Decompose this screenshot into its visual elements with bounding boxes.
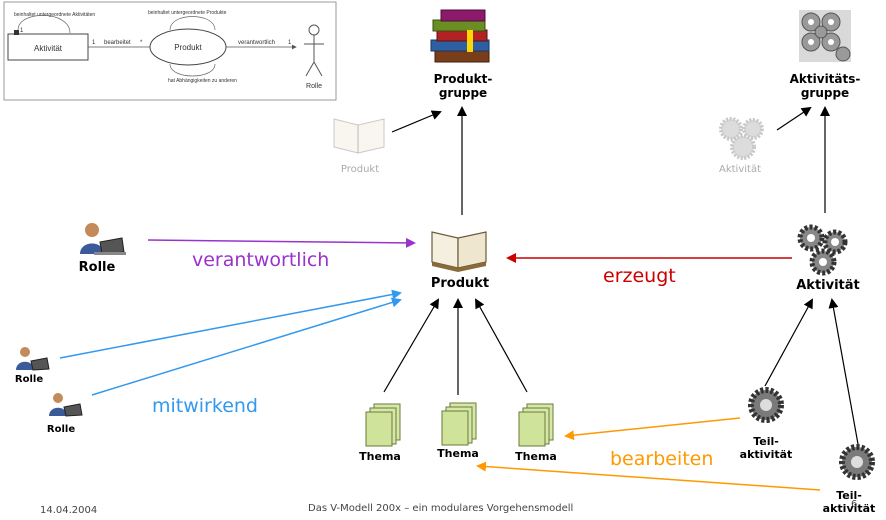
faded-aktivitaet-label: Aktivität bbox=[719, 164, 761, 175]
produkt-label: Produkt bbox=[430, 276, 490, 291]
edge-thema1-to-produkt bbox=[383, 298, 440, 393]
svg-text:1: 1 bbox=[92, 40, 96, 46]
inset-aktivitaet-label: Aktivität bbox=[34, 44, 63, 53]
edge-teil2-to-aktivitaet bbox=[828, 298, 859, 445]
produkt-book-icon bbox=[431, 231, 487, 272]
edge-mitwirkend-2 bbox=[91, 297, 402, 396]
faded-produkt-book-icon bbox=[333, 118, 385, 154]
rolle-3-label: Rolle bbox=[46, 424, 76, 435]
inset-produkt-label: Produkt bbox=[174, 43, 202, 52]
inset-actor-label: Rolle bbox=[306, 83, 322, 90]
thema-1-label: Thema bbox=[359, 450, 401, 463]
svg-text:*: * bbox=[140, 40, 143, 46]
svg-text:verantwortlich: verantwortlich bbox=[238, 40, 275, 46]
produktgruppe-label: Produkt- gruppe bbox=[433, 72, 493, 100]
svg-text:1: 1 bbox=[20, 28, 24, 34]
rolle-2-label: Rolle bbox=[14, 374, 44, 385]
svg-text:bearbeitet: bearbeitet bbox=[104, 40, 131, 46]
teilaktivitaet-2-gear-icon bbox=[839, 444, 875, 480]
gears-cluster-icon bbox=[799, 10, 851, 62]
footer-date: 14.04.2004 bbox=[40, 505, 98, 516]
aktivitaet-gears-icon bbox=[797, 224, 848, 276]
rolle-main-person-icon bbox=[80, 223, 126, 255]
rolle-3-person-icon bbox=[49, 393, 83, 417]
edge-faded-produkt-to-gruppe bbox=[391, 110, 442, 133]
edge-bearbeiten-2 bbox=[476, 461, 821, 491]
aktivitaet-label: Aktivität bbox=[796, 278, 860, 293]
verantwortlich-label: verantwortlich bbox=[192, 249, 330, 271]
thema-2-document-icon bbox=[441, 402, 477, 446]
teilaktivitaet-2-label: Teil- aktivität bbox=[822, 489, 876, 515]
aktivitaetsgruppe-label: Aktivitäts- gruppe bbox=[789, 72, 861, 100]
edge-teil1-to-aktivitaet bbox=[764, 298, 813, 387]
erzeugt-label: erzeugt bbox=[603, 265, 676, 287]
inset-aktivitaet-box bbox=[7, 33, 89, 61]
footer-title: Das V-Modell 200x – ein modulares Vorgeh… bbox=[308, 503, 574, 514]
teilaktivitaet-1-label: Teil- aktivität bbox=[739, 435, 793, 461]
books-stack-icon bbox=[430, 9, 490, 63]
edge-mitwirkend-1 bbox=[59, 289, 402, 359]
footer-page-number: 6 bbox=[851, 499, 858, 510]
rolle-main-label: Rolle bbox=[78, 260, 116, 275]
edge-verantwortlich bbox=[147, 237, 416, 248]
svg-text:hat Abhängigkeiten zu anderen: hat Abhängigkeiten zu anderen bbox=[168, 78, 237, 84]
thema-2-label: Thema bbox=[437, 447, 479, 460]
edge-bearbeiten-1 bbox=[564, 417, 741, 441]
faded-produkt-label: Produkt bbox=[340, 164, 380, 175]
thema-1-document-icon bbox=[365, 403, 401, 447]
thema-3-label: Thema bbox=[515, 450, 557, 463]
teilaktivitaet-1-gear-icon bbox=[748, 387, 784, 423]
svg-text:beinhaltet untergeordnete Akti: beinhaltet untergeordnete Aktivitäten bbox=[14, 12, 95, 18]
edge-faded-aktivitaet-to-gruppe bbox=[776, 106, 812, 131]
svg-text:1: 1 bbox=[288, 40, 292, 46]
uml-inset-diagram: Aktivität 1 beinhaltet untergeordnete Ak… bbox=[3, 1, 337, 101]
inset-actor-icon bbox=[304, 24, 324, 77]
rolle-2-person-icon bbox=[16, 347, 50, 371]
svg-text:beinhaltet untergeordnete Prod: beinhaltet untergeordnete Produkte bbox=[148, 10, 227, 16]
mitwirkend-label: mitwirkend bbox=[152, 395, 258, 417]
edge-thema3-to-produkt bbox=[475, 298, 528, 393]
thema-3-document-icon bbox=[518, 403, 554, 447]
bearbeiten-label: bearbeiten bbox=[610, 448, 714, 470]
faded-aktivitaet-gears-icon bbox=[719, 117, 764, 160]
